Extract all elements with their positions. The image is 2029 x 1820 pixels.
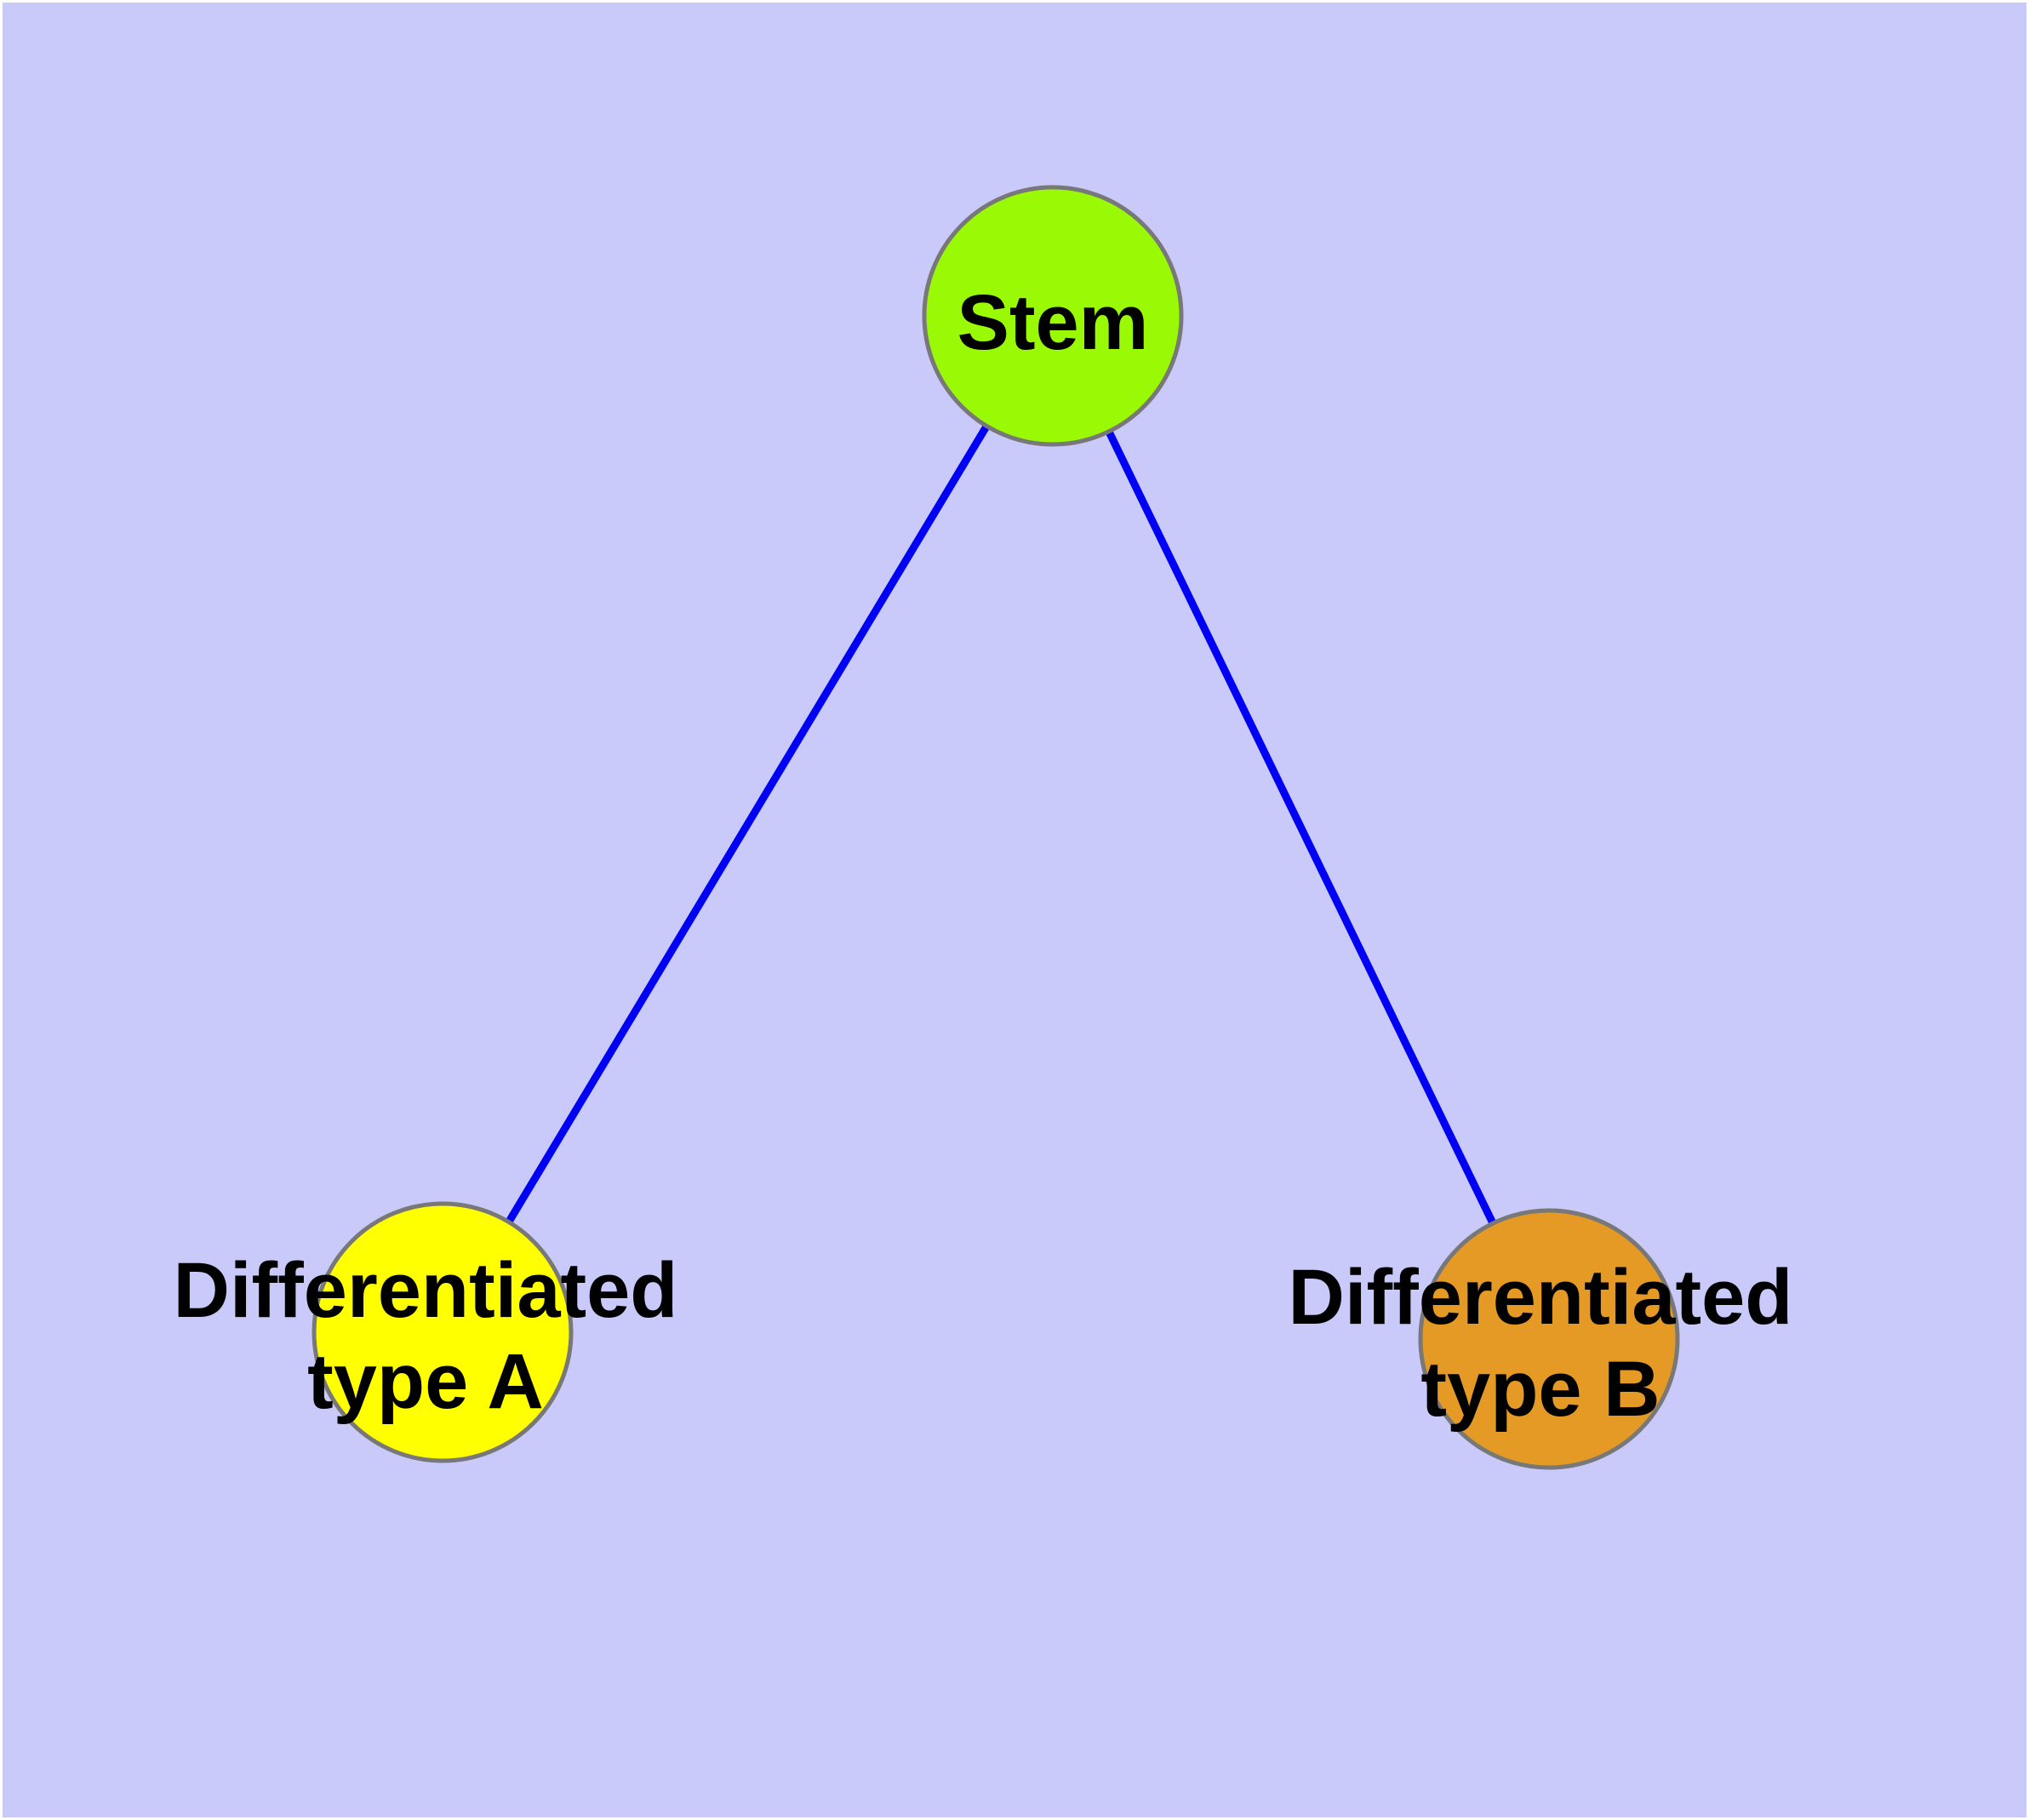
node-type-b-circle xyxy=(1418,1208,1680,1470)
node-type-a-label-line2: type A xyxy=(307,1338,544,1425)
node-type-b-label-line2: type B xyxy=(1420,1346,1660,1433)
node-stem-circle xyxy=(922,185,1184,447)
edge-stem-to-type-b xyxy=(1049,314,1553,1341)
node-stem-label: Stem xyxy=(957,279,1149,366)
node-type-b-label-line1: Differentiated xyxy=(1289,1254,1793,1341)
node-type-a-circle xyxy=(311,1201,574,1463)
edge-stem-to-type-a xyxy=(439,313,1056,1335)
node-type-a-label-line1: Differentiated xyxy=(174,1247,678,1334)
